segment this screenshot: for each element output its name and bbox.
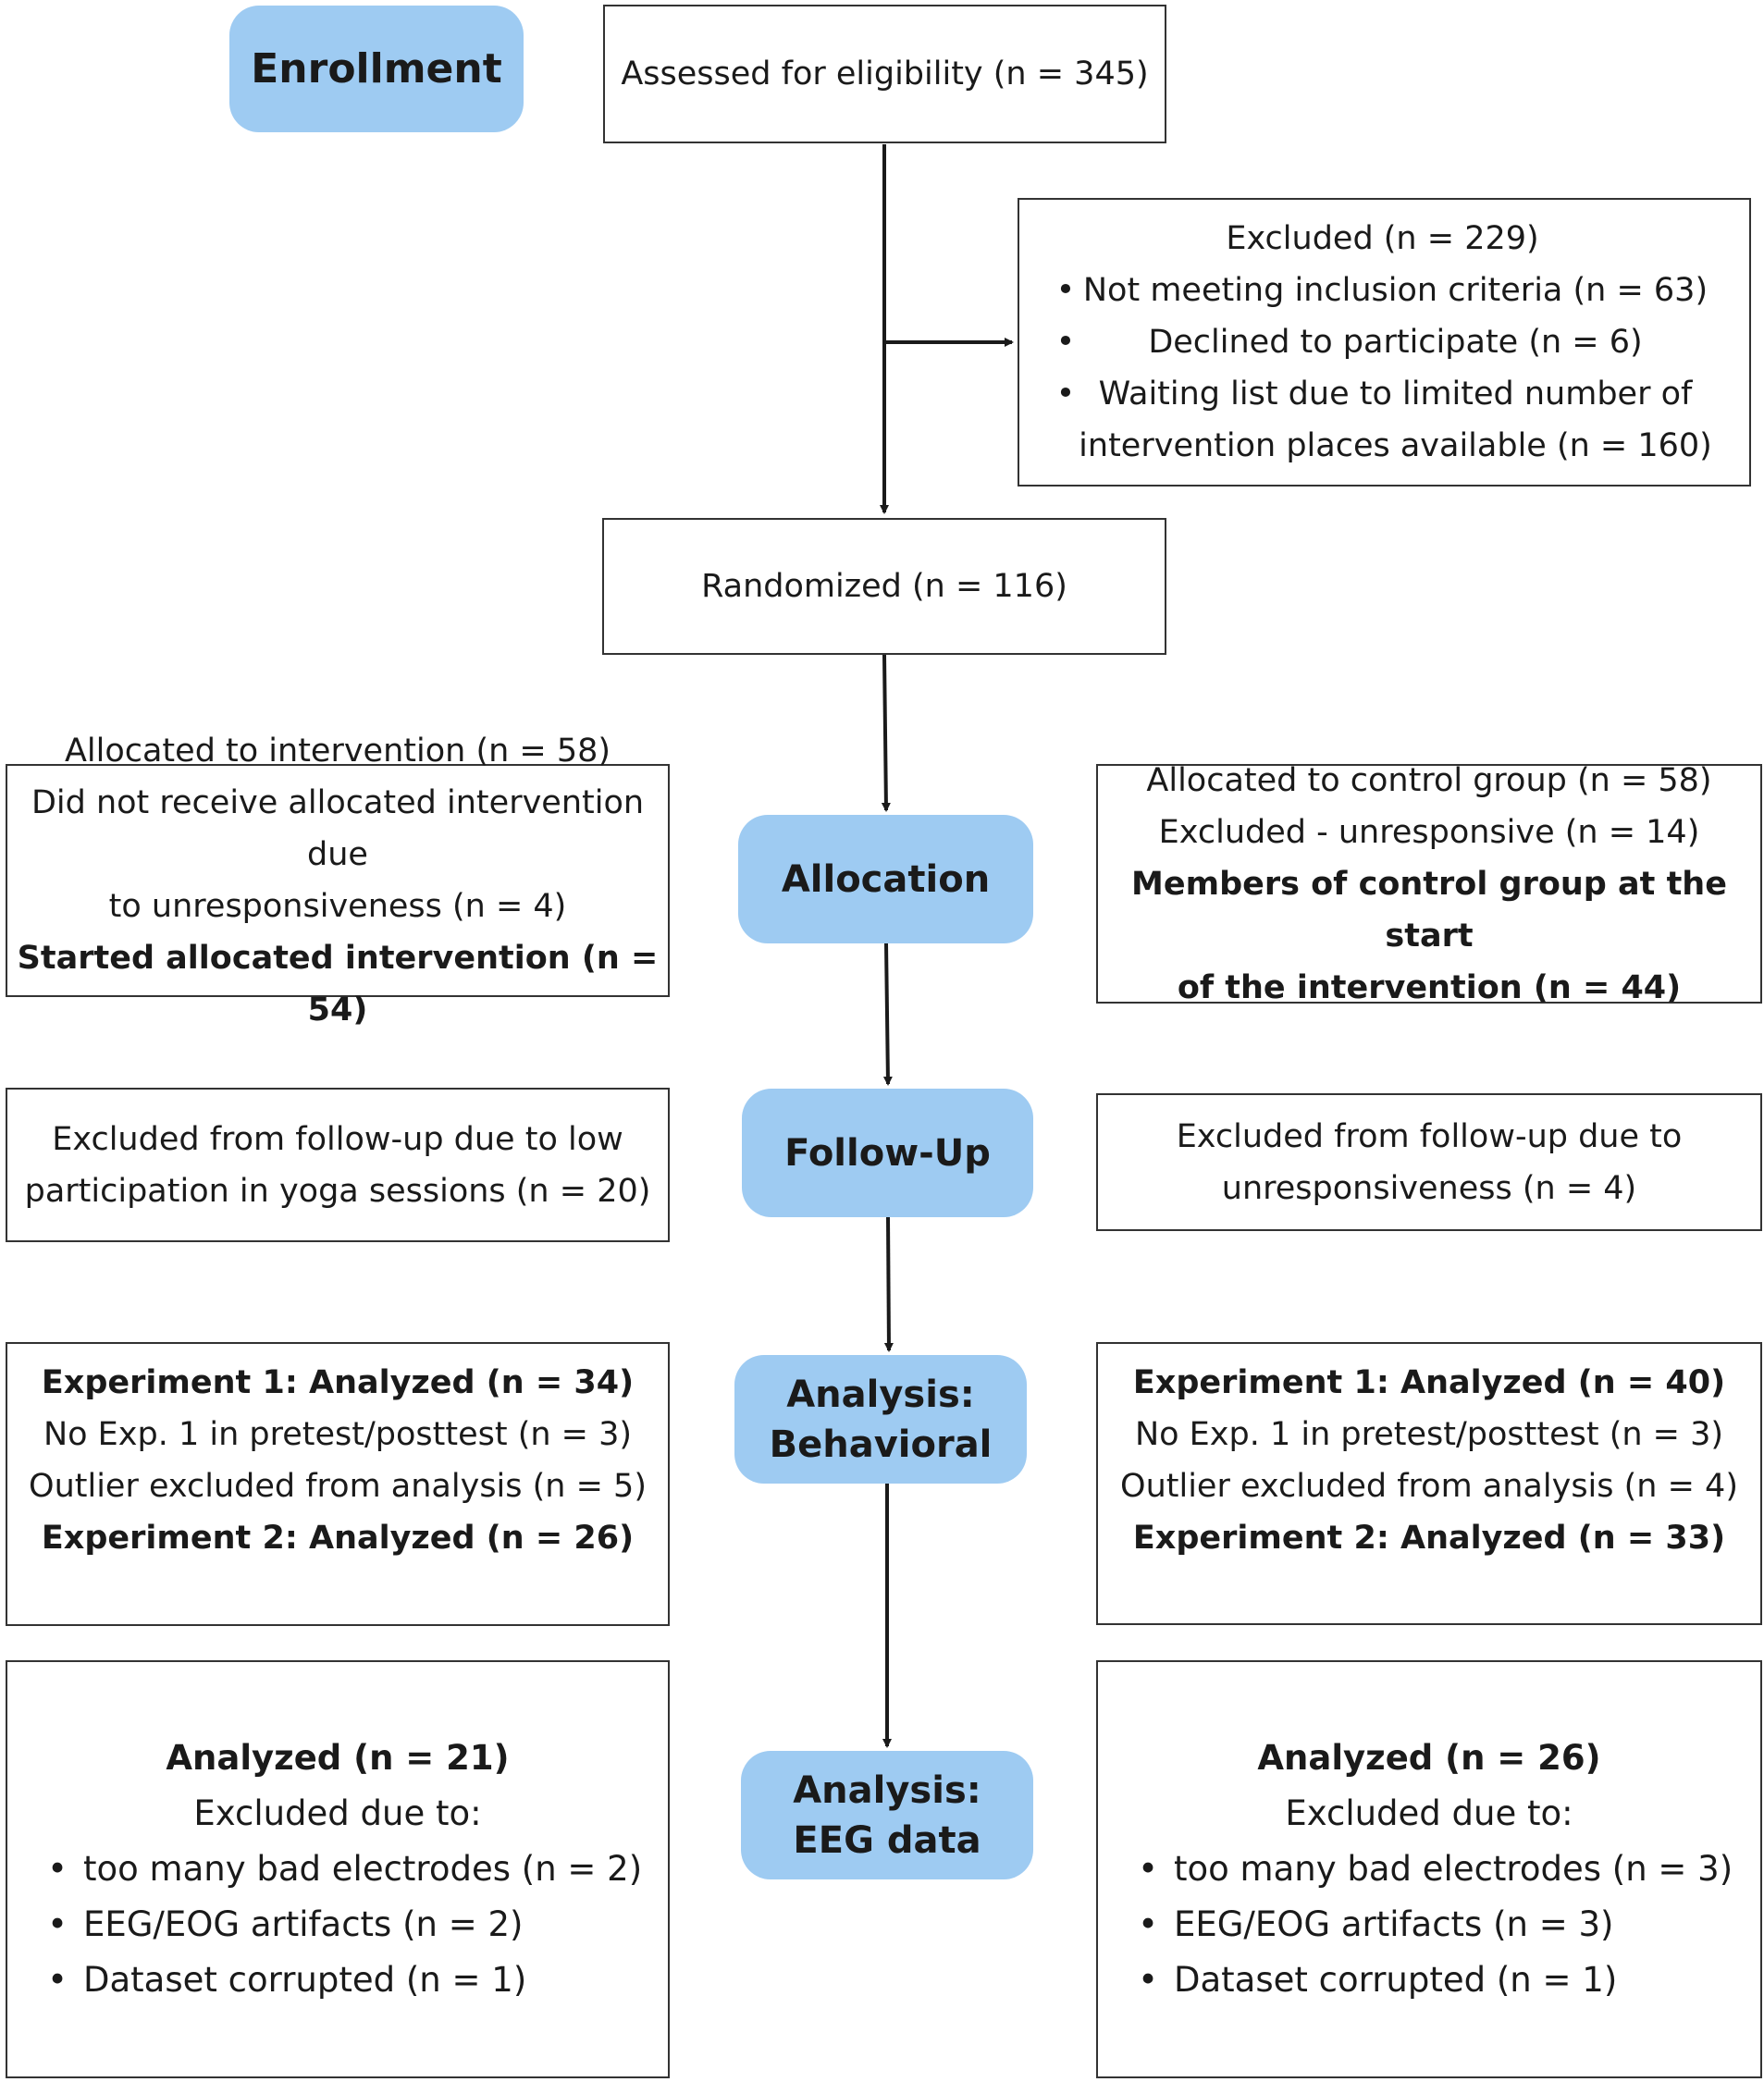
arrow-followup-to-behavioral bbox=[883, 1216, 894, 1352]
behavioral-control-line-4: Experiment 2: Analyzed (n = 33) bbox=[1132, 1520, 1726, 1557]
behavioral-control-line-3: Outlier excluded from analysis (n = 4) bbox=[1120, 1468, 1738, 1505]
allocation-intervention-line-3: to unresponsiveness (n = 4) bbox=[108, 888, 567, 925]
stage-follow-up: Follow-Up bbox=[742, 1089, 1033, 1217]
randomized-text: Randomized (n = 116) bbox=[701, 568, 1067, 605]
stage-analysis-behavioral: Analysis: Behavioral bbox=[734, 1355, 1027, 1484]
list-item: • EEG/EOG artifacts (n = 2) bbox=[44, 1897, 668, 1953]
stage-analysis-eeg-line-1: Analysis: bbox=[793, 1768, 981, 1812]
behavioral-intervention-line-1: Experiment 1: Analyzed (n = 34) bbox=[41, 1364, 635, 1401]
eeg-intervention-analyzed: Analyzed (n = 21) bbox=[166, 1738, 510, 1778]
stage-enrollment: Enrollment bbox=[229, 6, 524, 132]
followup-intervention-line-1: Excluded from follow-up due to low bbox=[52, 1120, 623, 1158]
followup-intervention-line-2: participation in yoga sessions (n = 20) bbox=[24, 1172, 651, 1210]
behavioral-control-line-2: No Exp. 1 in pretest/posttest (n = 3) bbox=[1134, 1416, 1724, 1453]
list-item-text: Dataset corrupted (n = 1) bbox=[83, 1960, 527, 2000]
stage-follow-up-label: Follow-Up bbox=[784, 1131, 991, 1175]
excluded-item-text: Waiting list due to limited number of in… bbox=[1079, 368, 1712, 472]
bullet-icon: • bbox=[1138, 1960, 1158, 2000]
excluded-list: • Not meeting inclusion criteria (n = 63… bbox=[1053, 265, 1712, 472]
followup-intervention-box: Excluded from follow-up due to low parti… bbox=[6, 1088, 670, 1242]
arrow-randomized-to-allocation bbox=[881, 654, 891, 812]
excluded-item-text-line-2: intervention places available (n = 160) bbox=[1079, 427, 1712, 464]
allocation-control-line-4: of the intervention (n = 44) bbox=[1177, 968, 1682, 1006]
allocation-intervention-line-1: Allocated to intervention (n = 58) bbox=[64, 733, 611, 770]
allocation-intervention-box: Allocated to intervention (n = 58) Did n… bbox=[6, 733, 670, 1029]
list-item: • EEG/EOG artifacts (n = 3) bbox=[1135, 1897, 1760, 1953]
behavioral-control-line-1: Experiment 1: Analyzed (n = 40) bbox=[1132, 1364, 1726, 1401]
bullet-icon: • bbox=[47, 1849, 68, 1889]
randomized-box: Randomized (n = 116) bbox=[602, 518, 1166, 655]
followup-control-line-2: unresponsiveness (n = 4) bbox=[1221, 1169, 1637, 1207]
list-item-text: too many bad electrodes (n = 3) bbox=[1174, 1849, 1733, 1889]
eeg-control-analyzed: Analyzed (n = 26) bbox=[1257, 1738, 1601, 1778]
list-item: • Dataset corrupted (n = 1) bbox=[1135, 1953, 1760, 2008]
list-item-text: EEG/EOG artifacts (n = 3) bbox=[1174, 1904, 1614, 1944]
bullet-icon: • bbox=[47, 1960, 68, 2000]
behavioral-control-box: Experiment 1: Analyzed (n = 40) No Exp. … bbox=[1096, 1342, 1762, 1625]
bullet-icon: • bbox=[47, 1904, 68, 1944]
list-item: • Dataset corrupted (n = 1) bbox=[44, 1953, 668, 2008]
stage-enrollment-label: Enrollment bbox=[251, 44, 502, 92]
eeg-intervention-box: Analyzed (n = 21) Excluded due to: • too… bbox=[6, 1660, 670, 2078]
followup-control-line-1: Excluded from follow-up due to bbox=[1176, 1117, 1683, 1155]
eeg-intervention-excluded-label: Excluded due to: bbox=[193, 1793, 482, 1833]
excluded-item: • Declined to participate (n = 6) bbox=[1053, 316, 1712, 368]
allocation-control-line-2: Excluded - unresponsive (n = 14) bbox=[1158, 813, 1700, 851]
list-item: • too many bad electrodes (n = 3) bbox=[1135, 1842, 1760, 1897]
followup-control-box: Excluded from follow-up due to unrespons… bbox=[1096, 1093, 1762, 1231]
allocation-control-box: Allocated to control group (n = 58) Excl… bbox=[1096, 762, 1762, 1006]
bullet-icon: • bbox=[1055, 376, 1076, 413]
assessed-box: Assessed for eligibility (n = 345) bbox=[603, 5, 1166, 143]
excluded-item: • Waiting list due to limited number of … bbox=[1053, 368, 1712, 472]
eeg-intervention-list: • too many bad electrodes (n = 2) • EEG/… bbox=[7, 1842, 668, 2008]
behavioral-intervention-line-4: Experiment 2: Analyzed (n = 26) bbox=[41, 1520, 635, 1557]
bullet-icon: • bbox=[1138, 1904, 1158, 1944]
allocation-control-line-3: Members of control group at the start bbox=[1131, 865, 1727, 955]
list-item-text: too many bad electrodes (n = 2) bbox=[83, 1849, 643, 1889]
assessed-text: Assessed for eligibility (n = 345) bbox=[621, 55, 1149, 92]
excluded-item-text-line-1: Waiting list due to limited number of bbox=[1098, 376, 1693, 413]
allocation-intervention-line-2: Did not receive allocated intervention d… bbox=[31, 784, 645, 873]
bullet-icon: • bbox=[1055, 272, 1076, 309]
allocation-intervention-line-4: Started allocated intervention (n = 54) bbox=[17, 940, 659, 1029]
stage-analysis-eeg-line-2: EEG data bbox=[793, 1818, 981, 1862]
stage-analysis-eeg: Analysis: EEG data bbox=[741, 1751, 1033, 1879]
excluded-item-text: Not meeting inclusion criteria (n = 63) bbox=[1082, 272, 1708, 309]
stage-analysis-behavioral-line-1: Analysis: bbox=[786, 1373, 975, 1416]
behavioral-intervention-line-2: No Exp. 1 in pretest/posttest (n = 3) bbox=[43, 1416, 633, 1453]
excluded-item: • Not meeting inclusion criteria (n = 63… bbox=[1053, 265, 1712, 316]
list-item-text: Dataset corrupted (n = 1) bbox=[1174, 1960, 1618, 2000]
excluded-box: Excluded (n = 229) • Not meeting inclusi… bbox=[1018, 198, 1751, 487]
stage-analysis-behavioral-line-2: Behavioral bbox=[769, 1423, 993, 1466]
excluded-item-text: Declined to participate (n = 6) bbox=[1148, 324, 1643, 361]
allocation-control-line-1: Allocated to control group (n = 58) bbox=[1146, 761, 1712, 799]
bullet-icon: • bbox=[1138, 1849, 1158, 1889]
eeg-control-list: • too many bad electrodes (n = 3) • EEG/… bbox=[1098, 1842, 1760, 2008]
eeg-control-excluded-label: Excluded due to: bbox=[1285, 1793, 1573, 1833]
stage-allocation-label: Allocation bbox=[781, 857, 991, 901]
behavioral-intervention-line-3: Outlier excluded from analysis (n = 5) bbox=[29, 1468, 647, 1505]
excluded-title: Excluded (n = 229) bbox=[1226, 220, 1539, 257]
stage-allocation: Allocation bbox=[738, 815, 1033, 943]
list-item-text: EEG/EOG artifacts (n = 2) bbox=[83, 1904, 524, 1944]
bullet-icon: • bbox=[1055, 324, 1076, 361]
arrow-allocation-to-followup bbox=[882, 942, 893, 1086]
eeg-control-box: Analyzed (n = 26) Excluded due to: • too… bbox=[1096, 1660, 1762, 2078]
list-item: • too many bad electrodes (n = 2) bbox=[44, 1842, 668, 1897]
behavioral-intervention-box: Experiment 1: Analyzed (n = 34) No Exp. … bbox=[6, 1342, 670, 1626]
